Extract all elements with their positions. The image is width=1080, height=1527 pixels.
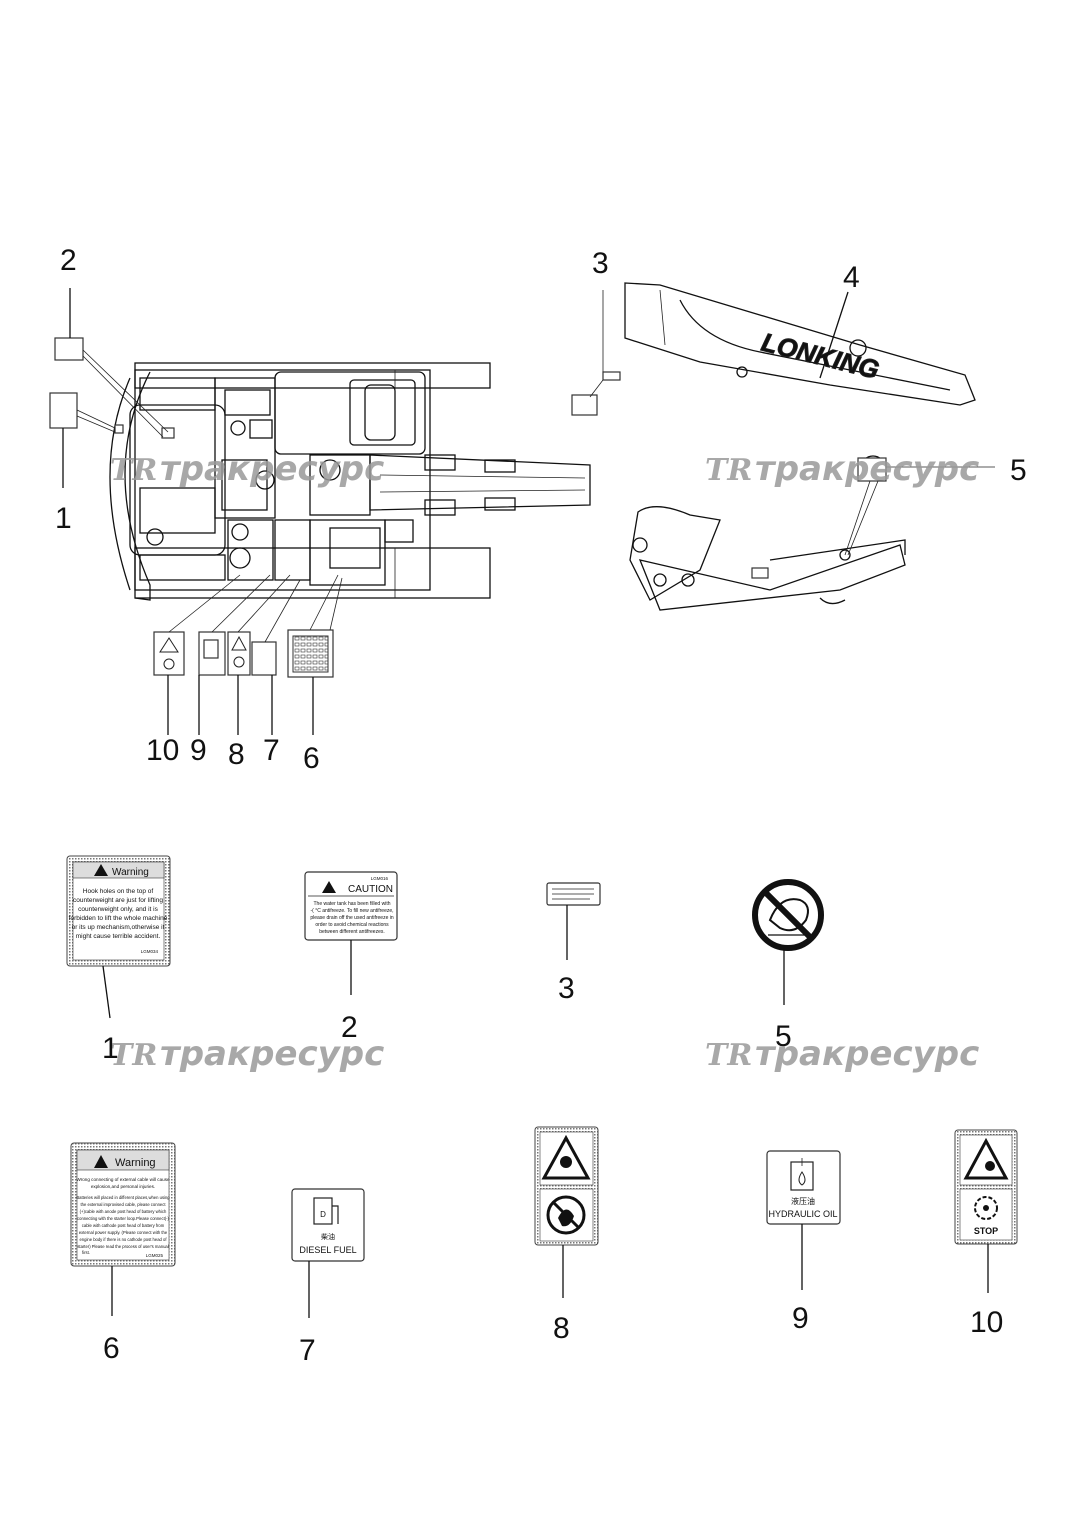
callout-2-top: 2 — [60, 244, 77, 277]
callout-3-top: 3 — [592, 247, 609, 280]
watermark-text: тракресурс — [160, 1034, 384, 1074]
decal-9-hydraulic-oil: 液压油 HYDRAULIC OIL 9 — [766, 1150, 841, 1335]
arm-side-view — [629, 455, 995, 611]
decal-2-title: CAUTION — [348, 884, 393, 895]
callout-9: 9 — [792, 1302, 809, 1335]
svg-text:cable with cathode post head o: cable with cathode post head of battery … — [82, 1223, 165, 1228]
watermark-logo: TR — [110, 1038, 157, 1073]
callout-6-top: 6 — [303, 742, 320, 775]
callout-10-top: 10 — [146, 734, 179, 767]
svg-text:starter) Please read the proce: starter) Please read the process of user… — [77, 1244, 168, 1249]
watermark-logo: TR — [705, 1038, 752, 1073]
svg-text:might cause terrible accident.: might cause terrible accident. — [76, 933, 161, 940]
svg-text:LGM034: LGM034 — [141, 949, 159, 954]
decal-3-small-label: 3 — [546, 882, 601, 1005]
svg-text:external power supply. (Please: external power supply. (Please connect w… — [79, 1230, 168, 1235]
decal-6-title: Warning — [115, 1157, 156, 1169]
svg-text:(+)cable with anode post head: (+)cable with anode post head of battery… — [80, 1209, 167, 1214]
decal-10-fan-stop: STOP 10 — [954, 1129, 1018, 1339]
decal-8-explosion: 8 — [534, 1126, 599, 1345]
watermark-text: тракресурс — [160, 449, 384, 489]
svg-text:connecting with the starter lo: connecting with the starter loop.Please … — [77, 1216, 170, 1221]
callout-6: 6 — [103, 1332, 120, 1365]
svg-text:counterweight only, and it is: counterweight only, and it is — [78, 906, 158, 913]
svg-text:the external improvised cable,: the external improvised cable, please co… — [81, 1202, 167, 1207]
callout-1: 1 — [102, 1032, 119, 1065]
svg-text:LGM025: LGM025 — [146, 1253, 164, 1258]
callout-8-top: 8 — [228, 738, 245, 771]
svg-text:柴油: 柴油 — [321, 1232, 335, 1241]
callout-10: 10 — [970, 1306, 1003, 1339]
decal-1-warning: Warning Hook holes on the top of counter… — [66, 855, 171, 1065]
decal-7-diesel-fuel: D 柴油 DIESEL FUEL 7 — [291, 1188, 365, 1367]
svg-text:Batteries will placed in diffe: Batteries will placed in different place… — [76, 1195, 170, 1200]
svg-text:D: D — [320, 1210, 326, 1219]
svg-text:or its up mechanism,otherwise: or its up mechanism,otherwise it — [72, 924, 165, 931]
callout-9-top: 9 — [190, 734, 207, 767]
watermark-logo: TR — [110, 453, 157, 488]
callout-7-top: 7 — [263, 734, 280, 767]
svg-text:The water tank has been filled: The water tank has been filled with — [314, 901, 391, 907]
decal-2-mini — [54, 337, 84, 361]
watermark-text: тракресурс — [755, 449, 979, 489]
callout-7: 7 — [299, 1334, 316, 1367]
boom-side-view: LONKING — [571, 282, 976, 416]
callout-1-top: 1 — [55, 502, 72, 535]
svg-text:please drain off the used anti: please drain off the used antifreeze in — [310, 915, 394, 921]
callout-3: 3 — [558, 972, 575, 1005]
decal-1-mini — [49, 392, 78, 429]
decal-6-warning: Warning Wrong connecting of external cab… — [70, 1142, 176, 1365]
callout-8: 8 — [553, 1312, 570, 1345]
watermark-text: тракресурс — [755, 1034, 979, 1074]
top-view-decal-markers — [49, 337, 175, 439]
svg-text:forbidden to lift the whole ma: forbidden to lift the whole machine — [69, 915, 168, 922]
watermark-logo: TR — [705, 453, 752, 488]
svg-text:engine body if there is no cat: engine body if there is no cathode post … — [79, 1237, 167, 1242]
callout-5: 5 — [775, 1020, 792, 1053]
callout-5-top: 5 — [1010, 454, 1027, 487]
callouts-top: 2 1 3 4 5 10 9 8 7 6 — [55, 244, 1027, 775]
svg-text:-( °C antifreeze. To fill new: -( °C antifreeze. To fill new antifreeze… — [310, 908, 393, 914]
decal-5-prohibition: 5 — [752, 879, 824, 1053]
svg-text:between different antifreezes.: between different antifreezes. — [319, 929, 385, 935]
top-view-decal-row — [153, 574, 343, 735]
svg-text:first.: first. — [82, 1250, 90, 1255]
decal-2-caution: LGM016 CAUTION The water tank has been f… — [304, 871, 398, 1044]
svg-text:Hook holes on the top of: Hook holes on the top of — [83, 888, 154, 895]
svg-text:Wrong connecting of external c: Wrong connecting of external cable will … — [76, 1177, 170, 1182]
svg-text:explosion,and personal injurie: explosion,and personal injuries. — [91, 1184, 155, 1189]
callout-2: 2 — [341, 1011, 358, 1044]
svg-text:DIESEL FUEL: DIESEL FUEL — [299, 1245, 356, 1255]
svg-text:LGM016: LGM016 — [371, 876, 389, 881]
watermarks: TR тракресурс TR тракресурс TR тракресур… — [110, 449, 979, 1074]
svg-text:order to avoid chemical reacti: order to avoid chemical reactions — [315, 922, 389, 928]
svg-text:HYDRAULIC OIL: HYDRAULIC OIL — [768, 1209, 837, 1219]
svg-text:counterweight are just for lif: counterweight are just for lifting — [73, 897, 163, 904]
svg-text:液压油: 液压油 — [791, 1196, 815, 1206]
excavator-top-view — [109, 362, 591, 601]
decal-1-title: Warning — [112, 867, 149, 878]
callout-4-top: 4 — [843, 261, 860, 294]
svg-text:STOP: STOP — [974, 1226, 998, 1236]
